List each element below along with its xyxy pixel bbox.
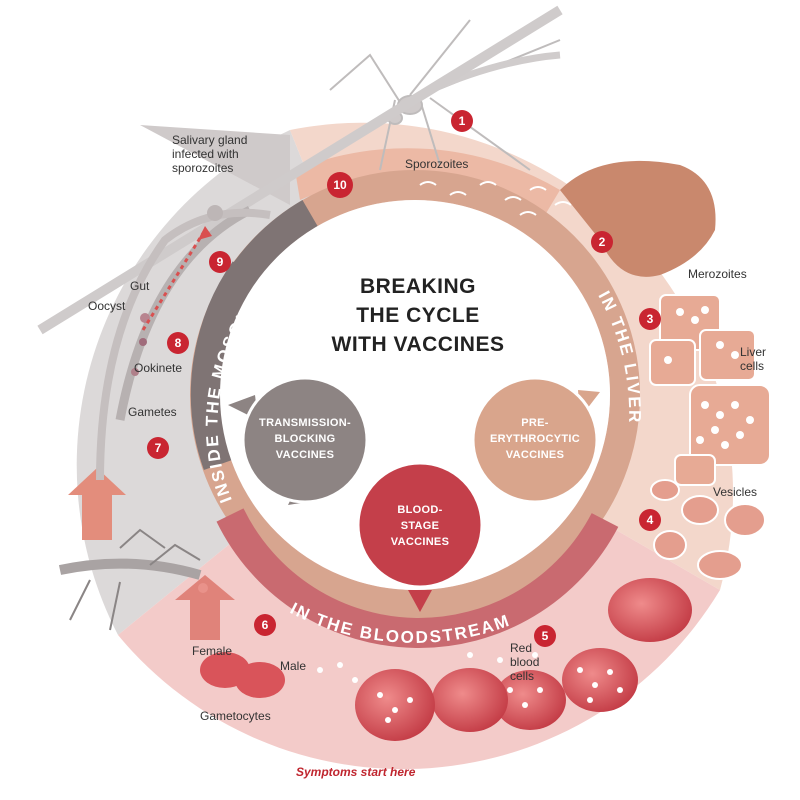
step-2-badge: 2 bbox=[591, 231, 613, 253]
svg-text:VACCINES: VACCINES bbox=[506, 449, 564, 461]
svg-text:3: 3 bbox=[647, 312, 654, 326]
step-6-badge: 6 bbox=[254, 614, 276, 636]
mosquito-gut-illustration bbox=[37, 5, 563, 481]
svg-text:ERYTHROCYTIC: ERYTHROCYTIC bbox=[490, 433, 580, 445]
step-8-badge: 8 bbox=[167, 332, 189, 354]
blood-stage-bubble: BLOOD- STAGE VACCINES bbox=[356, 461, 484, 612]
label-rbc-3: cells bbox=[510, 669, 534, 683]
page-title: BREAKING THE CYCLE WITH VACCINES bbox=[332, 275, 505, 356]
label-ookinete: Ookinete bbox=[134, 361, 182, 375]
svg-text:STAGE: STAGE bbox=[401, 520, 440, 532]
label-sporozoites: Sporozoites bbox=[405, 157, 468, 171]
svg-text:1: 1 bbox=[459, 114, 466, 128]
red-blood-cells bbox=[200, 578, 692, 741]
label-oocyst: Oocyst bbox=[88, 299, 126, 313]
svg-text:2: 2 bbox=[599, 235, 606, 249]
step-10-badge: 10 bbox=[327, 172, 353, 198]
svg-text:8: 8 bbox=[175, 336, 182, 350]
top-sporozoite-band bbox=[295, 148, 560, 215]
step-3-badge: 3 bbox=[639, 308, 661, 330]
svg-text:TRANSMISSION-: TRANSMISSION- bbox=[259, 417, 351, 429]
label-salivary-3: sporozoites bbox=[172, 161, 233, 175]
label-salivary-2: infected with bbox=[172, 147, 239, 161]
svg-text:6: 6 bbox=[262, 618, 269, 632]
step-badges: 1 2 3 4 5 6 7 8 9 10 bbox=[147, 110, 661, 647]
svg-text:BLOCKING: BLOCKING bbox=[274, 433, 335, 445]
label-gametes: Gametes bbox=[128, 405, 177, 419]
label-male: Male bbox=[280, 659, 306, 673]
rbc-dots bbox=[317, 652, 623, 723]
step-7-badge: 7 bbox=[147, 437, 169, 459]
label-rbc-2: blood bbox=[510, 655, 539, 669]
svg-text:9: 9 bbox=[217, 255, 224, 269]
svg-text:VACCINES: VACCINES bbox=[276, 449, 334, 461]
label-merozoites: Merozoites bbox=[688, 267, 747, 281]
label-liver-cells-2: cells bbox=[740, 359, 764, 373]
mosquito-band-arrowhead bbox=[140, 125, 290, 205]
title-line-2: THE CYCLE bbox=[356, 304, 480, 327]
svg-text:10: 10 bbox=[333, 178, 347, 192]
label-gut: Gut bbox=[130, 279, 150, 293]
transmission-blocking-bubble: TRANSMISSION- BLOCKING VACCINES bbox=[228, 376, 369, 505]
vesicles bbox=[650, 479, 766, 580]
step-5-badge: 5 bbox=[534, 625, 556, 647]
title-line-1: BREAKING bbox=[360, 275, 476, 298]
title-line-3: WITH VACCINES bbox=[332, 333, 505, 356]
svg-text:PRE-: PRE- bbox=[521, 417, 549, 429]
svg-text:5: 5 bbox=[542, 629, 549, 643]
step-4-badge: 4 bbox=[639, 509, 661, 531]
pre-erythrocytic-bubble: PRE- ERYTHROCYTIC VACCINES bbox=[471, 376, 600, 504]
callout-labels: Sporozoites Salivary gland infected with… bbox=[88, 133, 766, 723]
svg-text:7: 7 bbox=[155, 441, 162, 455]
label-salivary-1: Salivary gland bbox=[172, 133, 247, 147]
svg-text:VACCINES: VACCINES bbox=[391, 536, 449, 548]
svg-text:BLOOD-: BLOOD- bbox=[397, 504, 442, 516]
svg-text:4: 4 bbox=[647, 513, 654, 527]
mosquito-up-arrow bbox=[68, 468, 126, 540]
liver-organ bbox=[560, 160, 716, 277]
label-liver-cells-1: Liver bbox=[740, 345, 766, 359]
symptoms-label: Symptoms start here bbox=[296, 765, 416, 779]
mosquito-bottom-illustration bbox=[58, 528, 208, 631]
label-gametocytes: Gametocytes bbox=[200, 709, 271, 723]
blood-return-arrow bbox=[175, 575, 235, 640]
step-9-badge: 9 bbox=[209, 251, 231, 273]
step-1-badge: 1 bbox=[451, 110, 473, 132]
label-female: Female bbox=[192, 644, 232, 658]
label-vesicles: Vesicles bbox=[713, 485, 757, 499]
label-rbc-1: Red bbox=[510, 641, 532, 655]
liver-cell-dots bbox=[664, 306, 754, 449]
